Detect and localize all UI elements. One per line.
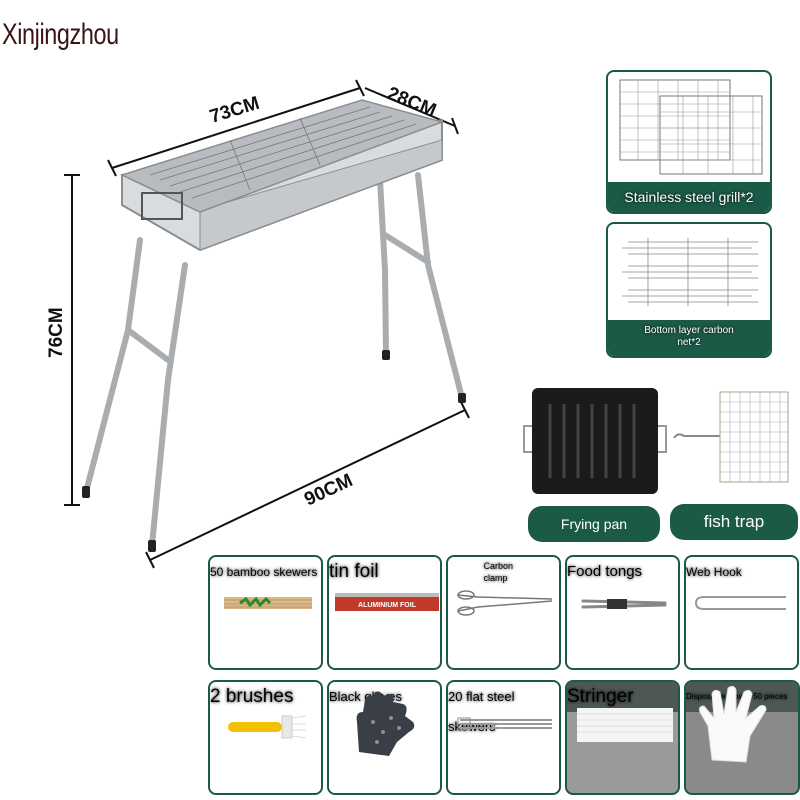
foil-box-text: ALUMINIUM FOIL	[358, 602, 417, 609]
food-tongs-label: Food tongs	[567, 563, 643, 580]
item-brushes: 2 brushes	[208, 680, 323, 795]
brush-icon	[228, 715, 307, 739]
height-label: 76CM	[46, 307, 67, 358]
stringer-icon	[577, 708, 673, 742]
fish-trap-icon	[673, 391, 789, 483]
food-tongs-icon	[581, 599, 667, 609]
tin-foil-icon: ALUMINIUM FOIL	[335, 593, 439, 611]
item-stringer: Stringer	[565, 680, 680, 795]
web-hook-label: Web Hook	[686, 565, 742, 579]
frying-pan-pill: Frying pan	[528, 506, 660, 542]
item-web-hook: Web Hook	[684, 555, 799, 670]
web-hook-icon	[694, 596, 786, 610]
item-flat-skewers: 20 flat steel skewers	[446, 680, 561, 795]
item-food-tongs: Food tongs	[565, 555, 680, 670]
bamboo-skewers-icon	[224, 596, 312, 609]
disposable-gloves-icon	[699, 685, 767, 763]
bottom-net-card: Bottom layer carbon net*2	[606, 222, 772, 358]
grill-rack-icon	[619, 79, 763, 175]
carbon-clamp-icon	[457, 590, 553, 616]
item-carbon-clamp: Carbon clamp	[446, 555, 561, 670]
fish-trap-pill: fish trap	[670, 504, 798, 540]
stringer-label: Stringer	[567, 686, 634, 707]
diagonal-label: 90CM	[301, 470, 356, 510]
bamboo-skewers-label: 50 bamboo skewers	[210, 565, 318, 579]
grill-label: Stainless steel grill*2	[624, 189, 754, 205]
frying-pan-label: Frying pan	[560, 516, 628, 532]
brushes-label: 2 brushes	[210, 686, 294, 707]
item-tin-foil: ALUMINIUM FOIL tin foil	[327, 555, 442, 670]
black-gloves-icon	[356, 691, 415, 756]
flat-skewers-icon	[457, 717, 552, 731]
carbon-net-icon	[622, 238, 758, 306]
frying-pan-icon	[523, 388, 667, 494]
item-bamboo-skewers: 50 bamboo skewers	[208, 555, 323, 670]
tin-foil-label: tin foil	[329, 561, 379, 582]
item-black-gloves: Black gloves	[327, 680, 442, 795]
fish-trap-label: fish trap	[703, 512, 765, 531]
carbon-clamp-label: Carbon clamp	[483, 561, 514, 583]
brand-name: Xinjingzhou	[2, 18, 119, 51]
bottom-net-label: Bottom layer carbon net*2	[644, 325, 734, 348]
disposable-gloves-label: Disposable gloves 50 pieces	[686, 692, 788, 701]
item-disposable-gloves: Disposable gloves 50 pieces	[684, 680, 800, 795]
grill-card: Stainless steel grill*2	[606, 70, 772, 214]
